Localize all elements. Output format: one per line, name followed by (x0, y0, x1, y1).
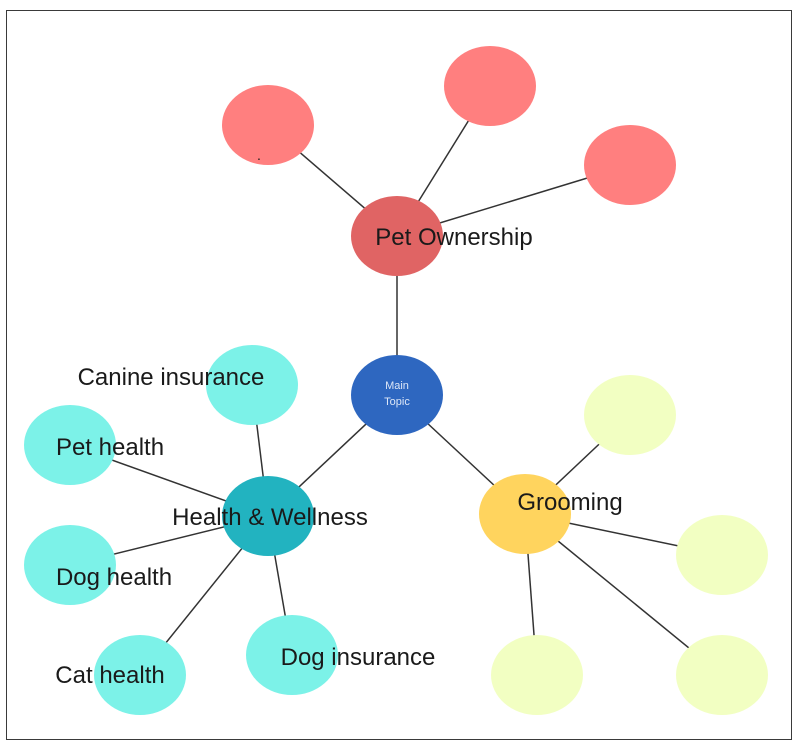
grooming-child-node-1 (584, 375, 676, 455)
cat-health-label: Cat health (55, 662, 164, 689)
cat-health-node (94, 635, 186, 715)
main-topic-label-line1: Main (385, 380, 409, 392)
main-topic-node (351, 355, 443, 435)
grooming-child-node-2 (676, 515, 768, 595)
canine-insurance-node (206, 345, 298, 425)
pet-child-node-1 (222, 85, 314, 165)
dog-insurance-label: Dog insurance (281, 644, 436, 671)
grooming-child-node-3 (491, 635, 583, 715)
dog-health-label: Dog health (56, 564, 172, 591)
grooming-label: Grooming (517, 489, 622, 516)
pet-health-label: Pet health (56, 434, 164, 461)
dog-health-node (24, 525, 116, 605)
grooming-node (479, 474, 571, 554)
grooming-child-node-4 (676, 635, 768, 715)
dog-insurance-node (246, 615, 338, 695)
pet-ownership-label: Pet Ownership (375, 224, 532, 251)
pet-health-node (24, 405, 116, 485)
main-topic-label-line2: Topic (384, 396, 410, 408)
pet-child-dot: . (257, 147, 261, 163)
health-wellness-node (222, 476, 314, 556)
pet-child-node-3 (584, 125, 676, 205)
canine-insurance-label: Canine insurance (78, 364, 265, 391)
health-wellness-label: Health & Wellness (172, 504, 368, 531)
pet-child-node-2 (444, 46, 536, 126)
pet-ownership-node (351, 196, 443, 276)
